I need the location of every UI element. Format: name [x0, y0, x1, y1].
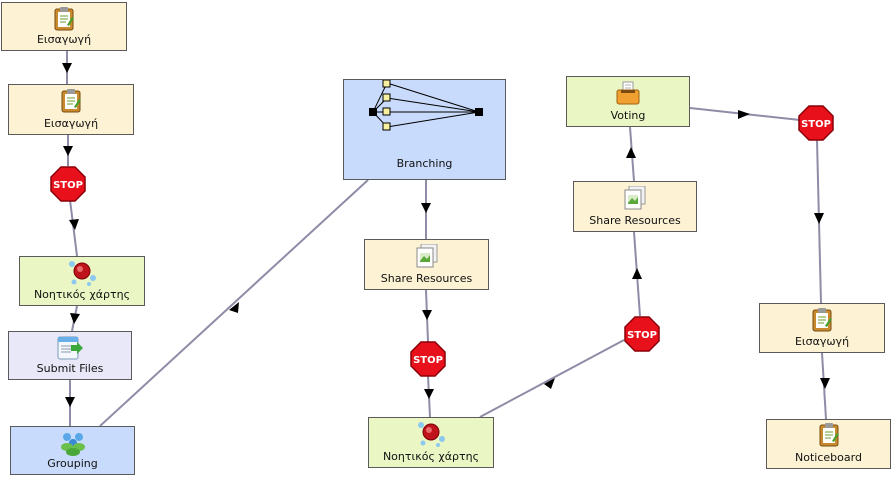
activity-noticeboard[interactable]: Noticeboard [766, 419, 891, 469]
mind-map-icon [416, 420, 446, 452]
stop-gate-1[interactable]: STOP [50, 166, 86, 202]
stop-label: STOP [801, 119, 831, 130]
activity-label: Share Resources [589, 214, 681, 227]
activity-eisagogi-1[interactable]: Εισαγωγή [1, 2, 127, 51]
activity-label: Branching [396, 157, 453, 170]
branching-icon [365, 79, 485, 140]
activity-label: Εισαγωγή [43, 117, 99, 130]
stop-sign-icon: STOP [50, 166, 86, 202]
stop-label: STOP [413, 355, 443, 366]
edge-arrowheads [62, 63, 830, 407]
share-resources-icon [415, 243, 439, 272]
grouping-icon [59, 430, 87, 460]
activity-share-resources-1[interactable]: Share Resources [364, 239, 489, 290]
voting-icon [615, 80, 641, 110]
activity-label: Noticeboard [795, 451, 862, 464]
clipboard-icon [811, 308, 833, 336]
stop-sign-icon: STOP [798, 105, 834, 141]
activity-eisagogi-2[interactable]: Εισαγωγή [8, 84, 134, 135]
activity-label: Εισαγωγή [36, 33, 92, 46]
stop-label: STOP [53, 180, 83, 191]
activity-share-resources-2[interactable]: Share Resources [573, 181, 697, 232]
activity-noitikos-xartis-1[interactable]: Νοητικός χάρτης [19, 256, 145, 306]
stop-gate-4[interactable]: STOP [798, 105, 834, 141]
activity-label: Submit Files [36, 362, 104, 375]
activity-noitikos-xartis-2[interactable]: Νοητικός χάρτης [368, 417, 494, 468]
stop-sign-icon: STOP [410, 341, 446, 377]
share-resources-icon [623, 185, 647, 214]
stop-label: STOP [627, 330, 657, 341]
activity-grouping[interactable]: Grouping [10, 426, 135, 475]
activity-branching[interactable]: Branching [343, 79, 506, 180]
activity-submit-files[interactable]: Submit Files [8, 331, 132, 380]
activity-label: Grouping [47, 457, 98, 470]
activity-label: Εισαγωγή [794, 335, 850, 348]
activity-voting[interactable]: Voting [566, 76, 690, 127]
stop-gate-2[interactable]: STOP [410, 341, 446, 377]
clipboard-icon [60, 89, 82, 117]
activity-label: Voting [610, 109, 646, 122]
clipboard-icon [818, 423, 840, 451]
submit-files-icon [57, 335, 83, 365]
stop-gate-3[interactable]: STOP [624, 316, 660, 352]
activity-label: Νοητικός χάρτης [33, 288, 131, 301]
clipboard-icon [53, 7, 75, 35]
activity-label: Share Resources [380, 272, 473, 285]
stop-sign-icon: STOP [624, 316, 660, 352]
activity-label: Νοητικός χάρτης [382, 450, 480, 463]
activity-eisagogi-3[interactable]: Εισαγωγή [759, 303, 885, 353]
mind-map-icon [67, 259, 97, 291]
